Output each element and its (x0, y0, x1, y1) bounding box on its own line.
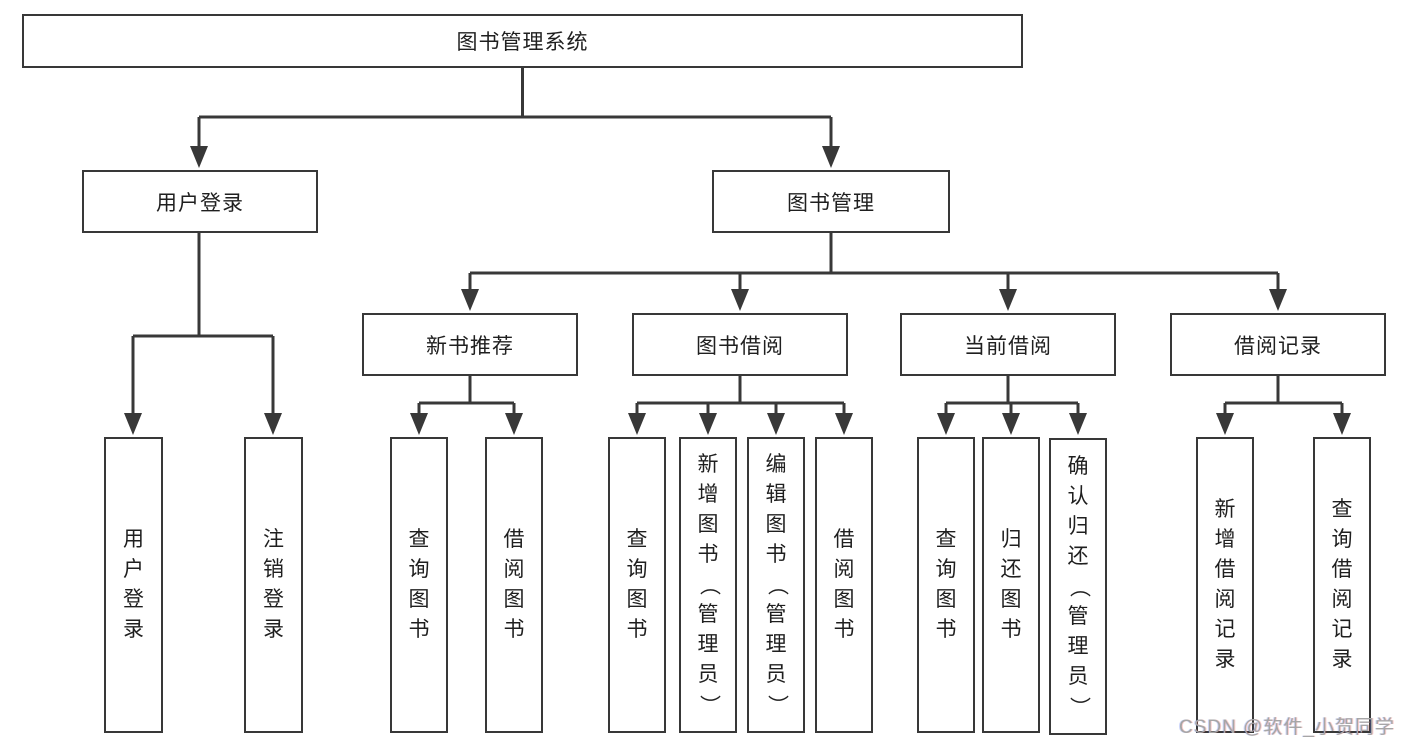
node-book-management-label: 图书管理 (787, 191, 875, 215)
node-root: 图书管理系统 (22, 14, 1023, 68)
leaf-user-login: 用户登录 (104, 437, 163, 733)
watermark: CSDN @软件_小贺同学 (1179, 717, 1395, 738)
leaf-borrow-query-books: 查询图书 (608, 437, 666, 733)
node-book-management: 图书管理 (712, 170, 950, 233)
leaf-borrow-books: 借阅图书 (815, 437, 873, 733)
leaf-confirm-return-admin: 确认归还（管理员） (1049, 438, 1107, 735)
leaf-return-books: 归还图书 (982, 437, 1040, 733)
node-book-borrow: 图书借阅 (632, 313, 848, 376)
leaf-query-borrow-record: 查询借阅记录 (1313, 437, 1371, 733)
node-root-label: 图书管理系统 (456, 31, 589, 54)
leaf-edit-books-admin: 编辑图书（管理员） (747, 437, 805, 733)
leaf-recommend-borrow-books: 借阅图书 (485, 437, 543, 733)
leaf-add-borrow-record: 新增借阅记录 (1196, 437, 1254, 733)
leaf-logout: 注销登录 (244, 437, 303, 733)
leaf-current-query-books: 查询图书 (917, 437, 975, 733)
node-current-borrow: 当前借阅 (900, 313, 1116, 376)
leaf-add-books-admin: 新增图书（管理员） (679, 437, 737, 733)
leaf-recommend-query-books: 查询图书 (390, 437, 448, 733)
node-borrow-records: 借阅记录 (1170, 313, 1386, 376)
node-user-login-label: 用户登录 (156, 191, 244, 215)
node-user-login: 用户登录 (82, 170, 318, 233)
node-new-book-recommend: 新书推荐 (362, 313, 578, 376)
